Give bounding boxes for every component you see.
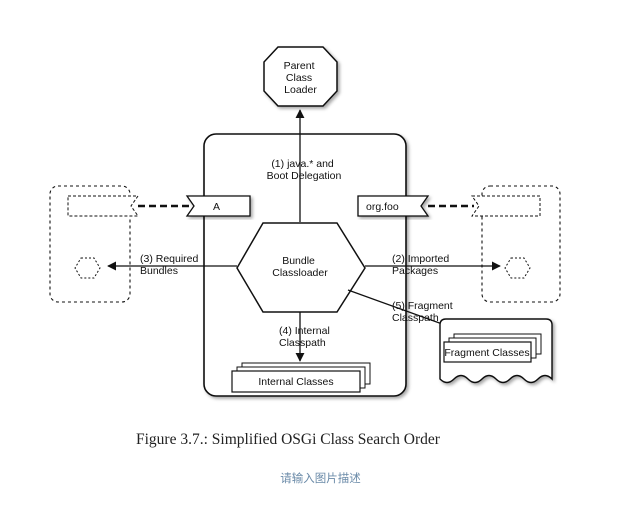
image-description-placeholder: 请输入图片描述 (280, 471, 361, 485)
imported-packages-line-1: (2) Imported (392, 253, 449, 265)
required-bundles-line-1: (3) Required (140, 253, 199, 265)
svg-text:(5) Fragment Classpath: (5) Fragment Classpath (392, 300, 456, 324)
tab-org-foo-label: org.foo (366, 201, 399, 213)
svg-text:(2) Imported Packages: (2) Imported Packages (392, 253, 452, 277)
java-delegation-line-2: Boot Delegation (267, 170, 342, 182)
fragment-classpath-line-1: (5) Fragment (392, 300, 453, 312)
internal-classpath-line-1: (4) Internal (279, 325, 330, 337)
required-bundles-line-2: Bundles (140, 265, 178, 277)
bundle-classloader-line-2: Classloader (272, 267, 328, 279)
svg-text:Parent Class Loader: Parent Class Loader (284, 60, 318, 96)
fragment-classpath-line-2: Classpath (392, 312, 439, 324)
right-bundle-export-tab (471, 195, 541, 217)
tab-org-foo (357, 195, 430, 217)
svg-text:(4) Internal Classpath: (4) Internal Classpath (279, 325, 333, 349)
tab-a-label: A (213, 201, 220, 213)
parent-loader-line-2: Class (286, 72, 312, 84)
imported-packages-line-2: Packages (392, 265, 438, 277)
svg-text:(1) java.* and Boot Delega: (1) java.* and Boot Delegation (267, 158, 342, 182)
internal-classes-label: Internal Classes (258, 376, 333, 388)
tab-a (185, 195, 251, 217)
bundle-classloader-node (236, 222, 366, 313)
bundle-classloader-line-1: Bundle (282, 255, 315, 267)
left-bundle-hexagon (74, 257, 101, 279)
figure-caption: Figure 3.7.: Simplified OSGi Class Searc… (136, 431, 441, 448)
fragment-classes-box (443, 341, 532, 363)
internal-classpath-line-2: Classpath (279, 337, 326, 349)
java-delegation-line-1: (1) java.* and (271, 158, 334, 170)
parent-loader-line-3: Loader (284, 84, 317, 96)
internal-classes-box (231, 370, 361, 393)
left-bundle-export-tab (67, 195, 139, 217)
parent-class-loader-node (263, 46, 338, 107)
parent-loader-line-1: Parent (284, 60, 315, 72)
right-bundle-hexagon (504, 257, 531, 279)
svg-text:Bundle Classloader: Bundle Classloader (272, 255, 328, 279)
fragment-classes-label: Fragment Classes (444, 347, 529, 359)
svg-text:(3) Required Bundles: (3) Required Bundles (140, 253, 201, 277)
